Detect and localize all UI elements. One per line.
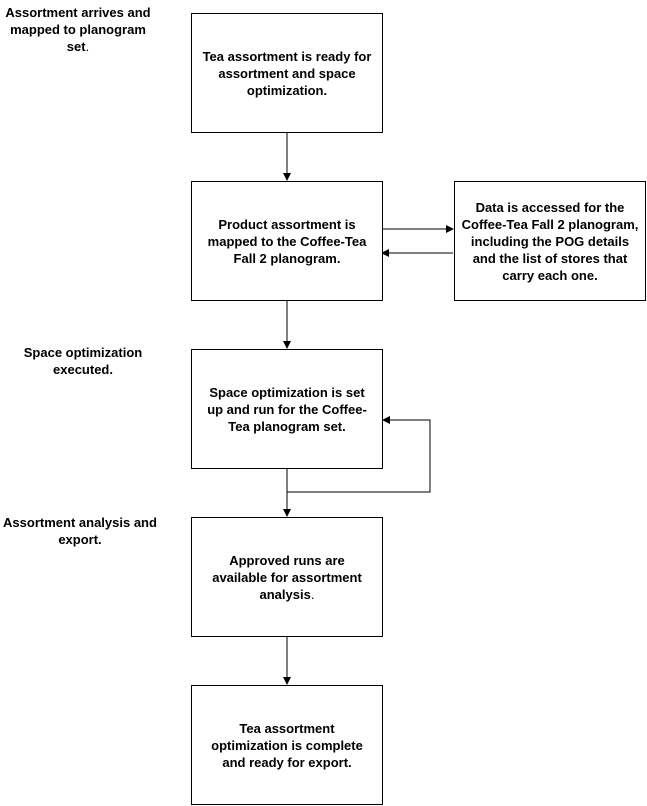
step-assortment-mapped-text: Product assortment is mapped to the Coff… (207, 216, 367, 266)
step-space-optimization-run-text: Space optimization is set up and run for… (207, 384, 367, 434)
step-assortment-ready: Tea assortment is ready for assortment a… (191, 13, 383, 133)
label-assortment-analysis: Assortment analysis and export. (0, 514, 160, 548)
label-space-optimization: Space optimization executed. (10, 344, 156, 378)
step-assortment-mapped: Product assortment is mapped to the Coff… (191, 181, 383, 301)
step-optimization-complete: Tea assortment optimization is complete … (191, 685, 383, 805)
label-assortment-analysis-text: Assortment analysis and export. (3, 515, 157, 547)
step-approved-runs: Approved runs are available for assortme… (191, 517, 383, 637)
label-assortment-arrives-suffix: . (85, 39, 90, 54)
step-approved-runs-content: Approved runs are available for assortme… (202, 552, 372, 603)
label-space-optimization-text: Space optimization executed. (23, 345, 143, 377)
step-data-accessed: Data is accessed for the Coffee-Tea Fall… (454, 181, 646, 301)
step-approved-runs-suffix: . (310, 586, 315, 602)
label-assortment-arrives-text: Assortment arrives and mapped to planogr… (5, 5, 151, 54)
step-approved-runs-text: Approved runs are available for assortme… (212, 552, 362, 602)
label-assortment-arrives: Assortment arrives and mapped to planogr… (2, 4, 154, 55)
step-optimization-complete-text: Tea assortment optimization is complete … (211, 720, 363, 770)
step-assortment-ready-text: Tea assortment is ready for assortment a… (202, 48, 372, 98)
step-space-optimization-run: Space optimization is set up and run for… (191, 349, 383, 469)
step-data-accessed-text: Data is accessed for the Coffee-Tea Fall… (461, 199, 639, 283)
